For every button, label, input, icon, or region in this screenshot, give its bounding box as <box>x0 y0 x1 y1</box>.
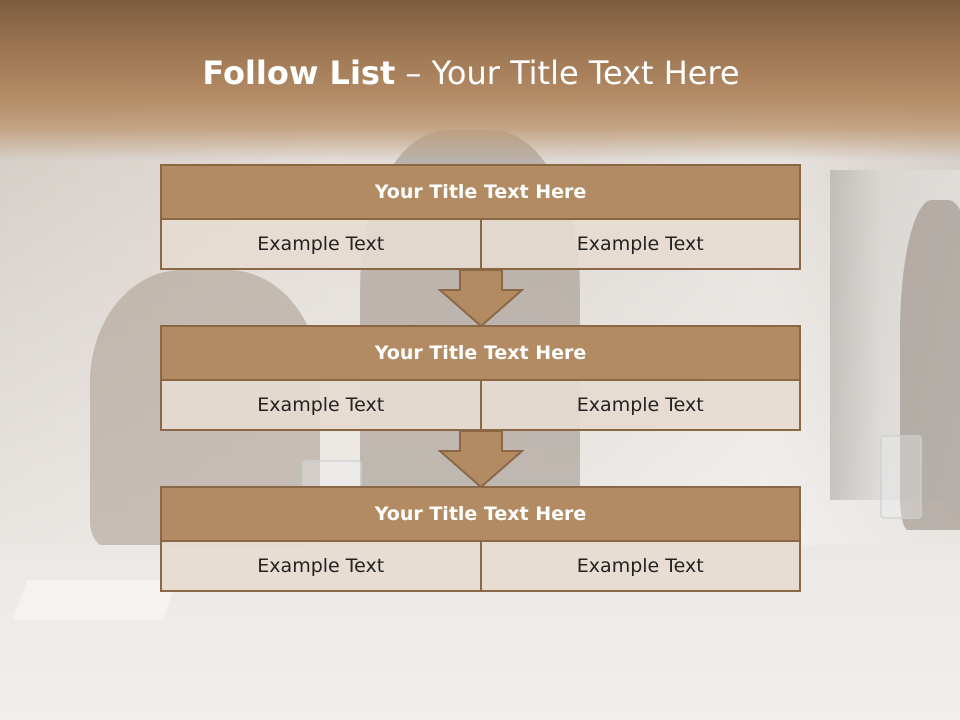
block-3-left-cell: Example Text <box>160 542 482 592</box>
person-silhouette-right <box>900 200 960 530</box>
block-row-3: Example Text Example Text <box>160 542 801 592</box>
block-title-3: Your Title Text Here <box>160 486 801 542</box>
paper-sheet <box>12 580 178 620</box>
slide-title: Follow List – Your Title Text Here <box>0 54 942 92</box>
header-band <box>0 0 960 160</box>
block-3-right-cell: Example Text <box>481 542 801 592</box>
list-block-1: Your Title Text Here Example Text Exampl… <box>160 164 801 270</box>
block-title-1: Your Title Text Here <box>160 164 801 220</box>
block-1-right-cell: Example Text <box>481 220 801 270</box>
list-block-2: Your Title Text Here Example Text Exampl… <box>160 325 801 431</box>
title-rest-part: – Your Title Text Here <box>395 54 740 92</box>
block-row-1: Example Text Example Text <box>160 220 801 270</box>
list-block-3: Your Title Text Here Example Text Exampl… <box>160 486 801 592</box>
block-2-left-cell: Example Text <box>160 381 482 431</box>
water-glass-right <box>880 435 922 519</box>
block-row-2: Example Text Example Text <box>160 381 801 431</box>
down-arrow-icon <box>438 431 524 489</box>
block-title-2: Your Title Text Here <box>160 325 801 381</box>
down-arrow-icon <box>438 270 524 328</box>
title-bold-part: Follow List <box>202 54 396 92</box>
block-1-left-cell: Example Text <box>160 220 482 270</box>
block-2-right-cell: Example Text <box>481 381 801 431</box>
